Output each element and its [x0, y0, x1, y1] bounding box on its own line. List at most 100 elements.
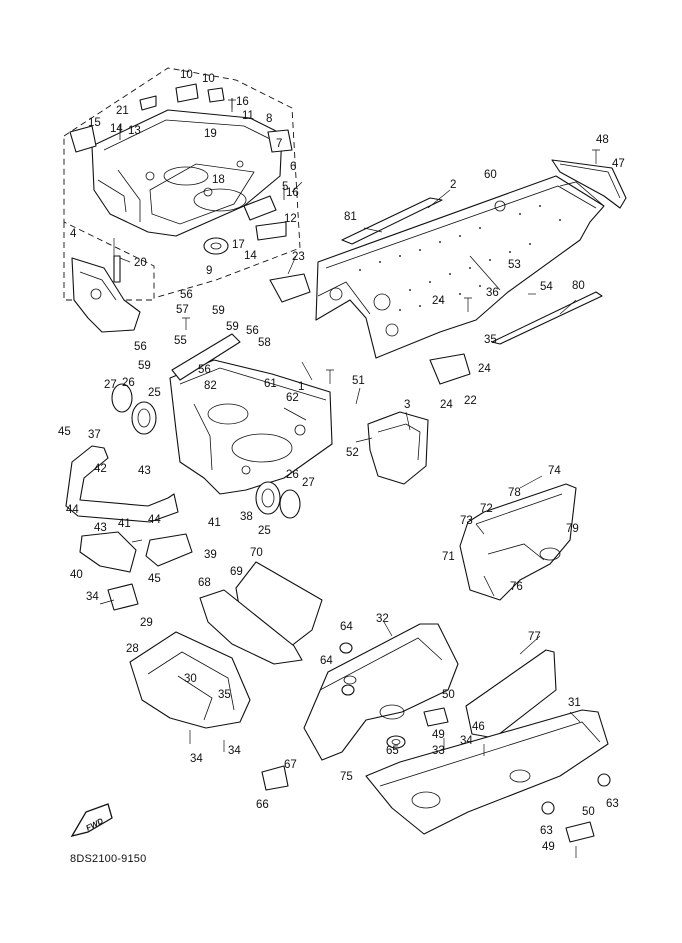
- callout-label: 39: [204, 549, 217, 561]
- callout-label: 34: [190, 753, 203, 765]
- callout-label: 11: [242, 110, 254, 122]
- callout-label: 57: [176, 304, 189, 316]
- callout-label: 80: [572, 280, 585, 292]
- grommets: [339, 642, 611, 815]
- callout-label: 59: [226, 321, 239, 333]
- callout-label: 28: [126, 643, 139, 655]
- callout-label: 64: [340, 621, 353, 633]
- callout-label: 63: [540, 825, 553, 837]
- callout-label: 14: [110, 123, 123, 135]
- rear-floor-31-part: [365, 709, 609, 835]
- callout-label: 17: [232, 239, 245, 251]
- callout-label: 22: [464, 395, 477, 407]
- callout-label: 54: [540, 281, 553, 293]
- callout-label: 67: [284, 759, 297, 771]
- callout-label: 69: [230, 566, 243, 578]
- callout-label: 16: [236, 96, 249, 108]
- small-bracket-22-part: [429, 353, 471, 385]
- callout-label: 30: [184, 673, 197, 685]
- bracket-39-part: [145, 533, 193, 567]
- fasteners: [99, 98, 600, 858]
- callout-label: 29: [140, 617, 153, 629]
- callout-label: 16: [286, 187, 299, 199]
- callout-label: 56: [246, 325, 259, 337]
- plate-66-part: [261, 765, 289, 791]
- callout-label: 71: [442, 551, 455, 563]
- main-chassis-frame-part: [315, 175, 605, 359]
- plate-50b-part: [565, 821, 595, 843]
- callout-label: 66: [256, 799, 269, 811]
- callout-label: 36: [486, 287, 499, 299]
- left-stay-part: [71, 255, 141, 333]
- callout-label: 72: [480, 503, 493, 515]
- callout-label: 64: [320, 655, 333, 667]
- callout-label: 3: [404, 399, 410, 411]
- callout-label: 46: [472, 721, 485, 733]
- callout-label: 33: [432, 745, 445, 757]
- callout-label: 61: [264, 378, 277, 390]
- frame-rivet-holes: [359, 205, 561, 311]
- callout-label: 63: [606, 798, 619, 810]
- callout-label: 78: [508, 487, 521, 499]
- callout-label: 75: [340, 771, 353, 783]
- callout-label: 45: [58, 426, 71, 438]
- callout-label: 34: [228, 745, 241, 757]
- callout-label: 12: [284, 213, 297, 225]
- callout-label: 53: [508, 259, 521, 271]
- callout-label: 35: [484, 334, 497, 346]
- front-frame-part: [169, 333, 333, 495]
- callout-label: 76: [510, 581, 523, 593]
- callout-label: 77: [528, 631, 541, 643]
- callout-label: 70: [250, 547, 263, 559]
- side-strip-81-part: [341, 197, 443, 245]
- callout-label: 1: [298, 381, 304, 393]
- callout-label: 32: [376, 613, 389, 625]
- rear-panel-77-part: [465, 649, 557, 739]
- callout-label: 59: [138, 360, 151, 372]
- diagram-code: 8DS2100-9150: [70, 853, 146, 865]
- callout-label: 82: [204, 380, 217, 392]
- callout-label: 74: [548, 465, 561, 477]
- callout-label: 37: [88, 429, 101, 441]
- callout-label: 19: [204, 128, 217, 140]
- callout-label: 27: [302, 477, 315, 489]
- seal-rings: [111, 383, 301, 519]
- subassembly-dashed-outline: [63, 67, 301, 301]
- callout-label: 44: [148, 514, 161, 526]
- callout-label: 41: [118, 518, 131, 530]
- callout-label: 27: [104, 379, 117, 391]
- callout-label: 5: [282, 181, 288, 193]
- callout-label: 4: [70, 228, 77, 240]
- callout-label: 56: [180, 289, 193, 301]
- callout-label: 10: [180, 69, 193, 81]
- plate-50-part: [423, 707, 449, 727]
- forward-arrow-icon: FWD: [70, 803, 113, 838]
- callout-label: 31: [568, 697, 581, 709]
- callout-label: 24: [432, 295, 445, 307]
- callout-label: 2: [450, 179, 456, 191]
- callout-label: 24: [440, 399, 453, 411]
- callout-label: 55: [174, 335, 187, 347]
- callout-label: 60: [484, 169, 497, 181]
- plate-29-part: [107, 583, 139, 611]
- rear-bracket-part: [551, 159, 627, 209]
- callout-label: 52: [346, 447, 359, 459]
- callout-label: 58: [258, 337, 271, 349]
- callout-label: 81: [344, 211, 357, 223]
- callout-label: 51: [352, 375, 365, 387]
- plate-23-part: [269, 273, 311, 303]
- callout-label: 18: [212, 174, 225, 186]
- callout-label: 7: [276, 138, 282, 150]
- callout-label: 6: [290, 161, 296, 173]
- callout-label: 65: [386, 745, 399, 757]
- callout-label: 25: [258, 525, 271, 537]
- callout-label: 40: [70, 569, 83, 581]
- callout-label: 9: [206, 265, 212, 277]
- callout-label: 34: [86, 591, 99, 603]
- callout-label: 10: [202, 73, 215, 85]
- callout-label: 49: [432, 729, 445, 741]
- callout-label: 44: [66, 504, 79, 516]
- callout-label: 73: [460, 515, 473, 527]
